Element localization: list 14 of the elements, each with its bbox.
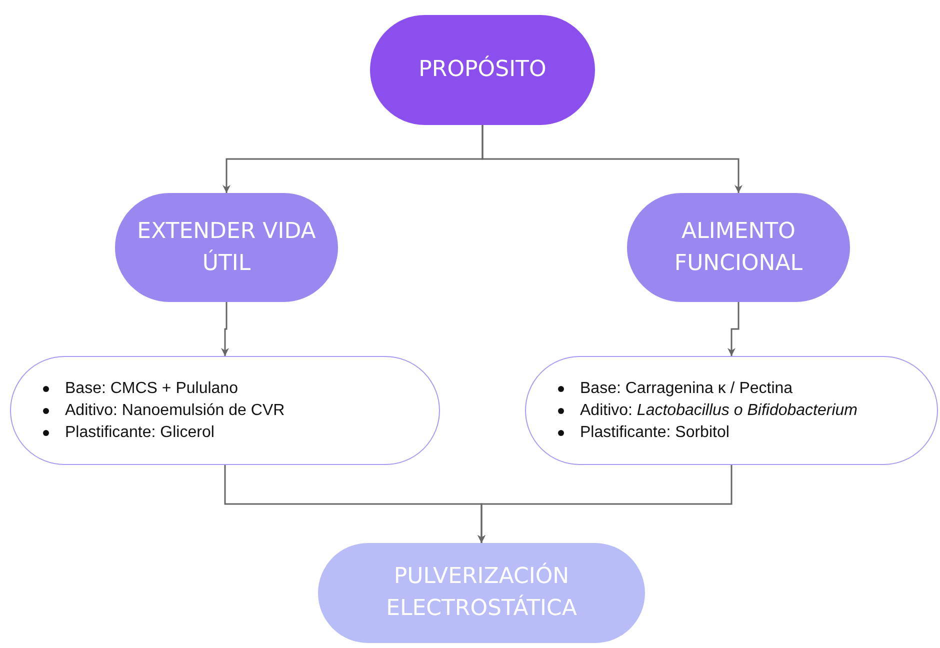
box-title: PROPÓSITO	[418, 54, 546, 84]
connector-arrow	[221, 302, 229, 356]
bullet-item: Base: CMCS + Pululano	[41, 378, 238, 400]
connector-arrow	[478, 465, 732, 543]
connector-arrow	[728, 302, 740, 356]
bullet-item: Plastificante: Sorbitol	[556, 422, 730, 444]
bullet-item: Plastificante: Glicerol	[41, 422, 214, 444]
bullet-item: Aditivo: Lactobacillus o Bifidobacterium	[556, 400, 858, 422]
box-title: ALIMENTO FUNCIONAL	[673, 218, 804, 278]
bullet-item: Base: Carragenina κ / Pectina	[556, 378, 793, 400]
bullet-item: Aditivo: Nanoemulsión de CVR	[41, 400, 285, 422]
connector-arrow	[482, 125, 742, 193]
box-title: EXTENDER VIDA ÚTIL	[136, 218, 317, 278]
box-title: PULVERIZACIÓN ELECTROSTÁTICA	[385, 562, 578, 623]
